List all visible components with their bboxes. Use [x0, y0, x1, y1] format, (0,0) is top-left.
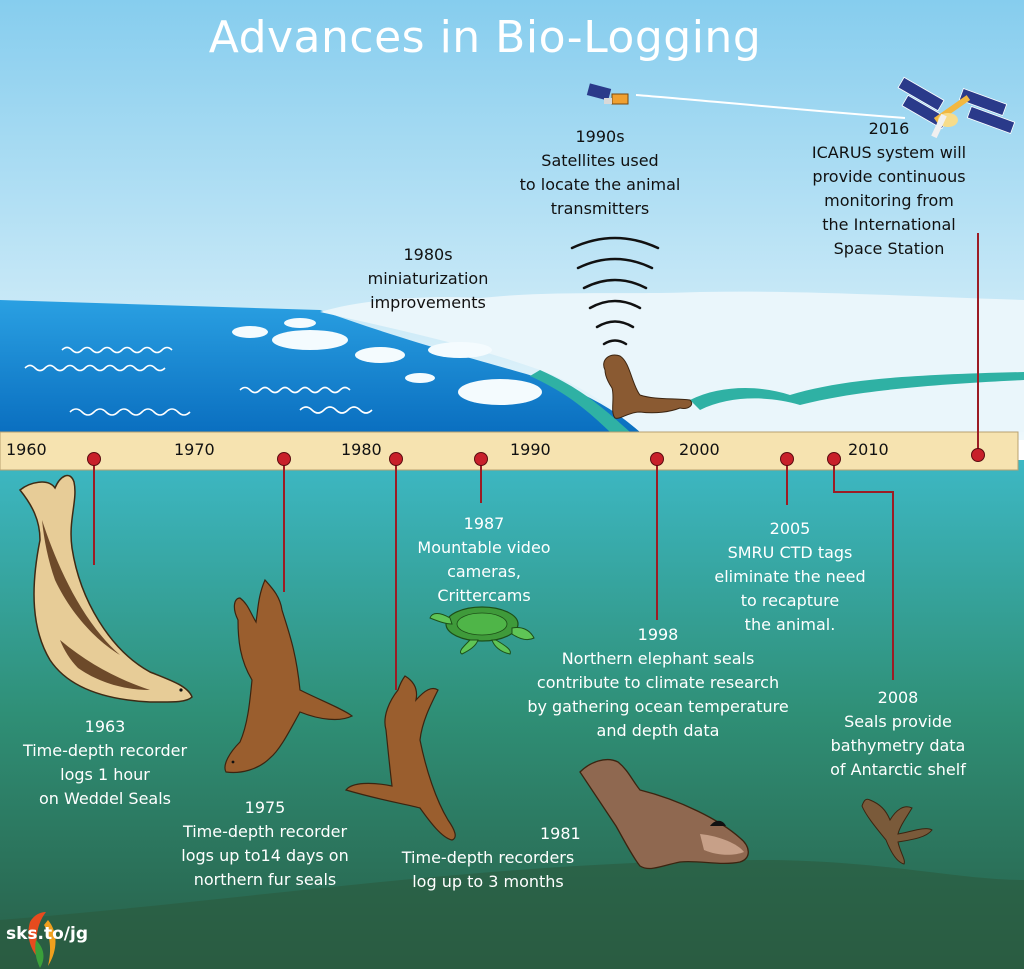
event-year: 1963 [84, 717, 126, 736]
event-year: 1981 [540, 824, 581, 843]
decade-label-2010: 2010 [848, 440, 889, 459]
event-year: 1975 [244, 798, 286, 817]
ice-floes [232, 318, 542, 405]
seal-on-ice-icon [603, 354, 693, 419]
timeline-connectors [93, 233, 979, 690]
small-seal-icon [861, 798, 933, 865]
event-year: 1990s [575, 127, 625, 146]
event-1980s: 1980s miniaturization improvements [358, 243, 498, 315]
decade-label-1970: 1970 [174, 440, 215, 459]
fur-seal-icon [224, 578, 354, 774]
event-year: 2016 [868, 119, 910, 138]
space-station-icon [897, 76, 1016, 139]
satellite-icon [586, 83, 906, 119]
event-1963: 1963 Time-depth recorder logs 1 hour on … [10, 715, 200, 811]
event-2008: 2008 Seals provide bathymetry data of An… [818, 686, 978, 782]
seafloor [0, 860, 1024, 969]
event-1975: 1975 Time-depth recorder logs up to14 da… [170, 796, 360, 892]
decade-label-1980: 1980 [341, 440, 382, 459]
event-year: 2005 [769, 519, 811, 538]
signal-waves-icon [570, 236, 660, 346]
credit-link[interactable]: sks.to/jg [6, 924, 89, 944]
event-1990s: 1990s Satellites used to locate the anim… [510, 125, 690, 221]
ice-shelf [320, 291, 1024, 432]
event-1987: 1987 Mountable video cameras, Crittercam… [400, 512, 568, 608]
decade-label-1990: 1990 [510, 440, 551, 459]
fur-seal-icon-2 [344, 675, 456, 841]
skeptical-science-logo [28, 912, 56, 968]
timeline-bar [0, 431, 1019, 471]
decade-label-2000: 2000 [679, 440, 720, 459]
timeline-markers [87, 448, 985, 466]
event-2016: 2016 ICARUS system will provide continuo… [796, 117, 982, 261]
shore-edge-right [690, 372, 1024, 410]
shore-edge [530, 370, 630, 432]
decade-label-1960: 1960 [6, 440, 47, 459]
event-1981: 1981 Time-depth recorders log up to 3 mo… [390, 822, 586, 894]
sea-turtle-icon [429, 606, 535, 655]
event-year: 1980s [403, 245, 453, 264]
event-2005: 2005 SMRU CTD tags eliminate the need to… [700, 517, 880, 637]
event-1998: 1998 Northern elephant seals contribute … [510, 623, 806, 743]
waves [24, 346, 373, 416]
page-title: Advances in Bio-Logging [208, 12, 762, 63]
event-year: 1998 [637, 625, 679, 644]
event-year: 1987 [463, 514, 505, 533]
event-year: 2008 [877, 688, 919, 707]
seal-icon [18, 474, 193, 703]
elephant-seal-icon [579, 758, 749, 870]
